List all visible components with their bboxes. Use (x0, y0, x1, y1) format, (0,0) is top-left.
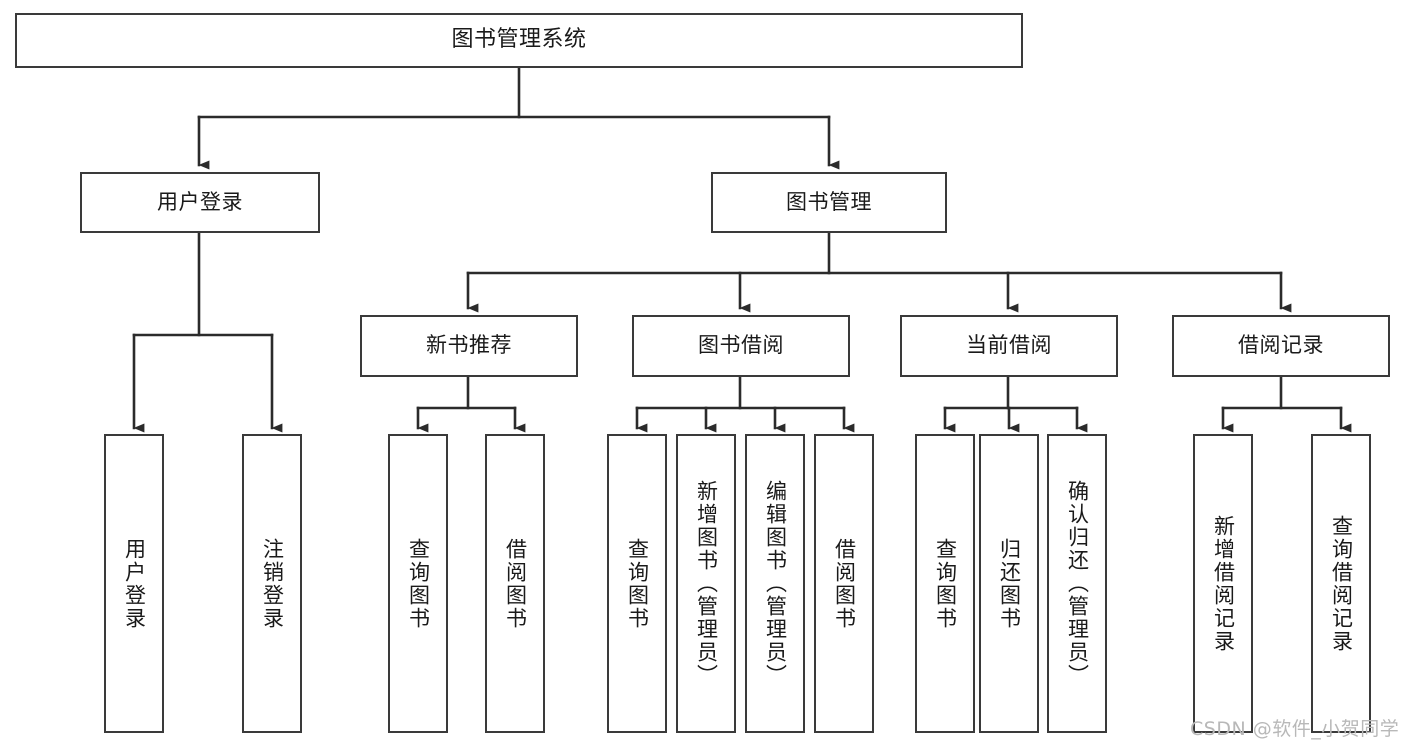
node-label: 查询图书 (406, 537, 431, 630)
node-label: 借阅记录 (1238, 333, 1324, 358)
node-leaf-user-login[interactable]: 用户登录 (104, 434, 164, 733)
node-label: 确认归还（管理员） (1065, 480, 1090, 687)
node-label: 用户登录 (122, 537, 147, 630)
node-leaf-borrow-book-2[interactable]: 借阅图书 (814, 434, 874, 733)
node-label: 新增借阅记录 (1211, 514, 1236, 653)
node-label: 新书推荐 (426, 333, 512, 358)
node-leaf-return-book[interactable]: 归还图书 (979, 434, 1039, 733)
node-label: 查询图书 (625, 537, 650, 630)
node-current-borrow[interactable]: 当前借阅 (900, 315, 1118, 377)
node-label: 新增图书（管理员） (694, 480, 719, 687)
node-leaf-logout-login[interactable]: 注销登录 (242, 434, 302, 733)
node-label: 用户登录 (157, 189, 243, 214)
node-leaf-add-book-admin[interactable]: 新增图书（管理员） (676, 434, 736, 733)
node-leaf-add-borrow-record[interactable]: 新增借阅记录 (1193, 434, 1253, 733)
node-book-management[interactable]: 图书管理 (711, 172, 947, 233)
node-root-book-management-system[interactable]: 图书管理系统 (15, 13, 1023, 68)
node-label: 当前借阅 (966, 333, 1052, 358)
node-leaf-borrow-book-1[interactable]: 借阅图书 (485, 434, 545, 733)
node-label: 查询借阅记录 (1329, 514, 1354, 653)
node-label: 图书借阅 (698, 333, 784, 358)
node-book-borrow[interactable]: 图书借阅 (632, 315, 850, 377)
node-label: 编辑图书（管理员） (763, 480, 788, 687)
node-leaf-confirm-return-admin[interactable]: 确认归还（管理员） (1047, 434, 1107, 733)
csdn-watermark: CSDN @软件_小贺同学 (1190, 718, 1400, 740)
node-label: 借阅图书 (832, 537, 857, 630)
node-user-login[interactable]: 用户登录 (80, 172, 320, 233)
node-leaf-query-book-2[interactable]: 查询图书 (607, 434, 667, 733)
node-new-book-recommend[interactable]: 新书推荐 (360, 315, 578, 377)
node-label: 归还图书 (997, 537, 1022, 630)
node-label: 注销登录 (260, 537, 285, 630)
node-label: 借阅图书 (503, 537, 528, 630)
node-label: 图书管理 (786, 189, 872, 214)
node-leaf-query-book-3[interactable]: 查询图书 (915, 434, 975, 733)
node-label: 图书管理系统 (451, 27, 587, 53)
node-leaf-query-book-1[interactable]: 查询图书 (388, 434, 448, 733)
node-label: 查询图书 (933, 537, 958, 630)
node-leaf-edit-book-admin[interactable]: 编辑图书（管理员） (745, 434, 805, 733)
node-borrow-record[interactable]: 借阅记录 (1172, 315, 1390, 377)
node-leaf-query-borrow-record[interactable]: 查询借阅记录 (1311, 434, 1371, 733)
